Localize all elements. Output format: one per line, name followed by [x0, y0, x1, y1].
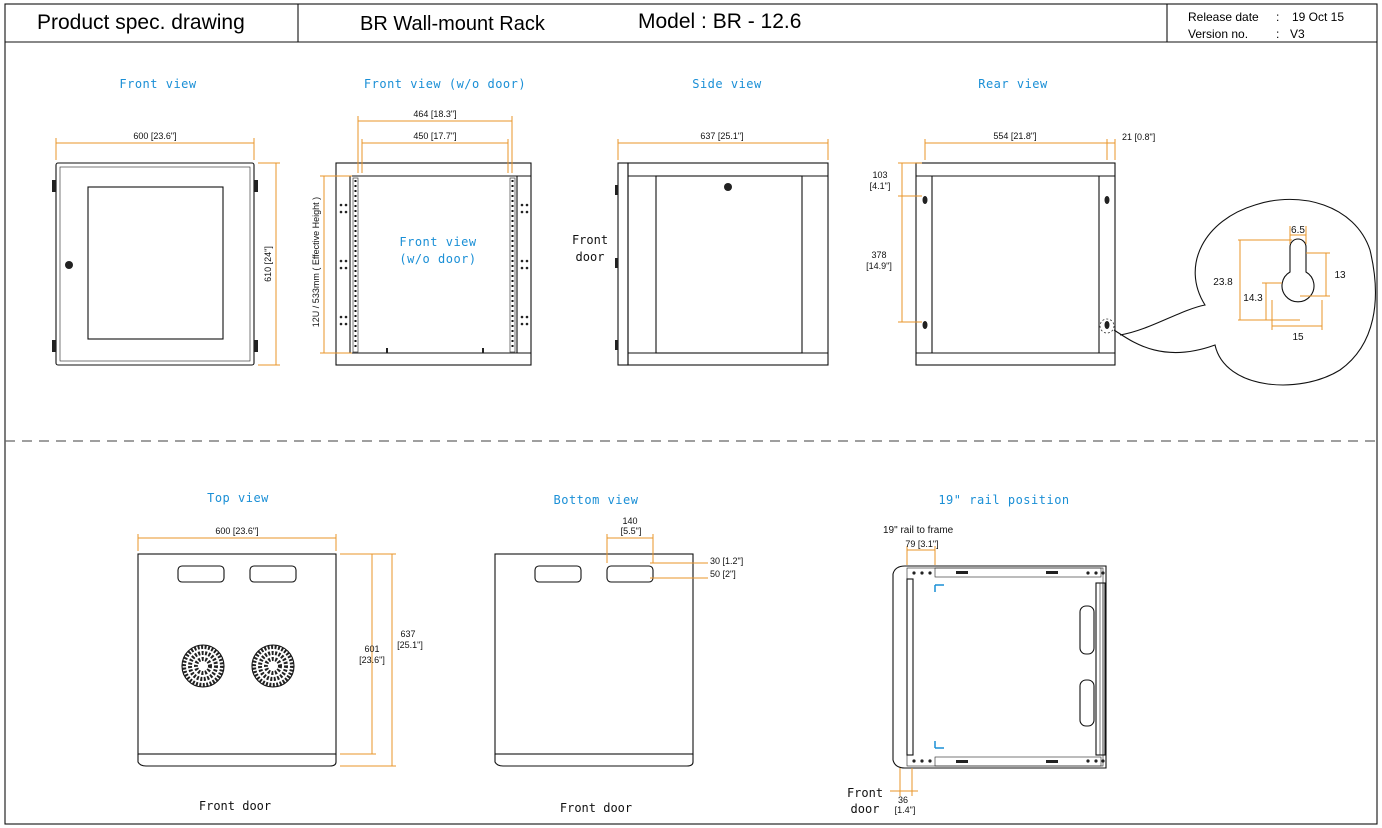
label-side-front: Front	[572, 233, 608, 247]
front-view-no-door-drawing	[320, 116, 532, 366]
dim-rear-offset: 21 [0.8"]	[1122, 132, 1155, 142]
release-date-label: Release date	[1188, 10, 1259, 24]
dim-rear-top-value: 103	[872, 170, 887, 180]
label-no-door-inner: (w/o door)	[399, 252, 476, 266]
bottom-view-drawing	[494, 534, 708, 767]
doc-type-title: Product spec. drawing	[37, 11, 245, 34]
top-view-drawing	[137, 534, 396, 767]
dim-keyhole-23-8: 23.8	[1213, 277, 1233, 288]
dim-keyhole-14-3: 14.3	[1243, 293, 1263, 304]
front-view-drawing	[52, 138, 280, 366]
model-number: Model : BR - 12.6	[638, 10, 801, 33]
dim-rear-mid-value: 378	[871, 250, 886, 260]
title-rear-view: Rear view	[978, 77, 1048, 91]
dim-bottom-50: 50 [2"]	[710, 569, 736, 579]
label-rail-front: Front	[847, 786, 883, 800]
label-front-view-inner: Front view	[399, 235, 477, 249]
version-value: V3	[1290, 27, 1305, 41]
label-side-door: door	[576, 250, 605, 264]
title-bottom-view: Bottom view	[554, 493, 639, 507]
dim-nodoor-outer: 464 [18.3"]	[413, 109, 456, 119]
dim-nodoor-effective-height: 12U / 533mm ( Effective Height )	[311, 197, 321, 327]
version-label: Version no.	[1188, 27, 1248, 41]
dim-rail-36: 36	[898, 795, 908, 805]
dim-rear-width: 554 [21.8"]	[993, 131, 1036, 141]
dim-side-depth: 637 [25.1"]	[700, 131, 743, 141]
rail-position-drawing	[890, 546, 1107, 796]
dim-rear-top-inch: [4.1"]	[870, 181, 891, 191]
version-sep: :	[1276, 27, 1279, 41]
sheet-border	[4, 3, 1378, 825]
dim-top-601-inch: [23.6"]	[359, 655, 385, 665]
rear-view-drawing	[898, 139, 1376, 386]
dim-front-width: 600 [23.6"]	[133, 131, 176, 141]
dim-bottom-30: 30 [1.2"]	[710, 556, 743, 566]
label-rail-to-frame: 19" rail to frame	[883, 525, 954, 536]
dim-bottom-140-inch: [5.5"]	[621, 526, 642, 536]
dim-nodoor-inner: 450 [17.7"]	[413, 131, 456, 141]
label-top-front-door: Front door	[199, 799, 271, 813]
dim-keyhole-6-5: 6.5	[1291, 225, 1305, 236]
dim-front-height: 610 [24"]	[263, 246, 273, 282]
label-rail-door: door	[851, 802, 880, 816]
dim-top-637-inch: [25.1"]	[397, 640, 423, 650]
release-date-value: 19 Oct 15	[1292, 10, 1344, 24]
dim-top-601: 601	[364, 644, 379, 654]
release-date-sep: :	[1276, 10, 1279, 24]
title-rail-position: 19" rail position	[938, 493, 1069, 507]
dim-keyhole-13: 13	[1334, 270, 1346, 281]
product-name: BR Wall-mount Rack	[360, 13, 546, 35]
dim-top-637: 637	[400, 629, 415, 639]
title-front-view: Front view	[119, 77, 197, 91]
label-bottom-front-door: Front door	[560, 801, 632, 815]
side-view-drawing	[615, 139, 829, 366]
dim-rail-79: 79 [3.1"]	[905, 539, 938, 549]
dim-keyhole-15: 15	[1292, 332, 1304, 343]
dim-bottom-140: 140	[622, 516, 637, 526]
dim-rear-mid-inch: [14.9"]	[866, 261, 892, 271]
title-front-view-no-door: Front view (w/o door)	[364, 77, 526, 91]
dim-rail-36-inch: [1.4"]	[895, 805, 916, 815]
title-top-view: Top view	[207, 491, 269, 505]
title-side-view: Side view	[692, 77, 762, 91]
dim-top-width: 600 [23.6"]	[215, 526, 258, 536]
